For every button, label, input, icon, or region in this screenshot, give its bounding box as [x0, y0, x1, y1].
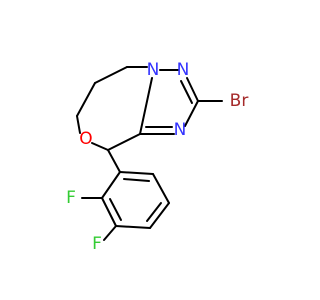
atom-fluorine-1-label: F [66, 188, 76, 208]
bond-ph-c2-c3-inner [109, 198, 122, 221]
bond-ch2-a-to-ch2-b [94, 66, 128, 84]
atom-oxygen-label: O [79, 129, 92, 149]
bond-ch-to-phenyl [107, 149, 121, 173]
bond-o-to-ch [91, 142, 109, 151]
atom-n1-label: N [147, 60, 160, 80]
atom-bromine-label: Br [230, 91, 249, 111]
bond-ph-c5-to-c6 [152, 173, 170, 204]
atom-n4-label: N [174, 120, 187, 140]
bond-ph-c4-to-c5 [149, 202, 170, 229]
bond-ph-c6-c1-inner [123, 178, 150, 182]
bond-ph-c2-to-c3 [101, 197, 117, 227]
bond-ph-c1-to-c2 [101, 171, 121, 199]
bond-ch2-b-to-ch2-c [76, 82, 96, 117]
bond-c9a-to-n1 [139, 77, 153, 135]
bond-ph-c4-c5-inner [146, 202, 162, 222]
bond-ph-c6-to-c1 [119, 171, 154, 175]
bond-ph-c3-to-f2 [103, 225, 117, 241]
bond-n2-to-c2-double [180, 80, 193, 104]
bond-ch2-c-to-o [76, 115, 81, 134]
molecule-structure-diagram: N N N Br O F F [66, 60, 249, 254]
bond-c2-to-n4 [184, 100, 199, 127]
atom-fluorine-2-label: F [92, 234, 102, 254]
bond-n2-to-c2 [186, 77, 199, 102]
atom-n2-label: N [177, 60, 190, 80]
bond-ph-c3-to-c4 [115, 225, 151, 229]
bond-ch-to-c9a [107, 133, 141, 151]
